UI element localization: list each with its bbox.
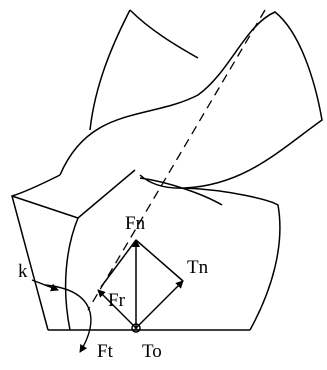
tn-label: Tn bbox=[187, 257, 209, 278]
origin-cross-b bbox=[132, 324, 140, 332]
land-face bbox=[11, 169, 136, 219]
ft-label: Ft bbox=[97, 341, 114, 362]
drill-axis bbox=[87, 9, 266, 311]
angle-k-indicator bbox=[31, 279, 92, 353]
fr-arrow bbox=[97, 289, 137, 329]
angle-arc bbox=[44, 284, 92, 353]
inner-flute-curve bbox=[64, 217, 79, 331]
parallelogram-edge-top-right bbox=[135, 239, 184, 282]
inner-cut-curve bbox=[139, 177, 223, 206]
right-body-curve bbox=[184, 187, 281, 331]
fn-label: Fn bbox=[125, 213, 146, 234]
angle-pointer bbox=[31, 279, 59, 292]
flute-left-edge bbox=[89, 9, 131, 131]
k-label: k bbox=[18, 261, 28, 282]
tn-arrow bbox=[135, 280, 184, 329]
force-diagram bbox=[97, 239, 184, 333]
upper-flute-curve bbox=[59, 11, 323, 189]
parallelogram-edge-top-left bbox=[100, 239, 137, 288]
flute-back-edge bbox=[129, 9, 199, 59]
drill-outline bbox=[11, 9, 323, 331]
to-label: To bbox=[142, 341, 162, 362]
fr-label: Fr bbox=[108, 290, 126, 311]
force-origin-marker bbox=[131, 323, 141, 333]
